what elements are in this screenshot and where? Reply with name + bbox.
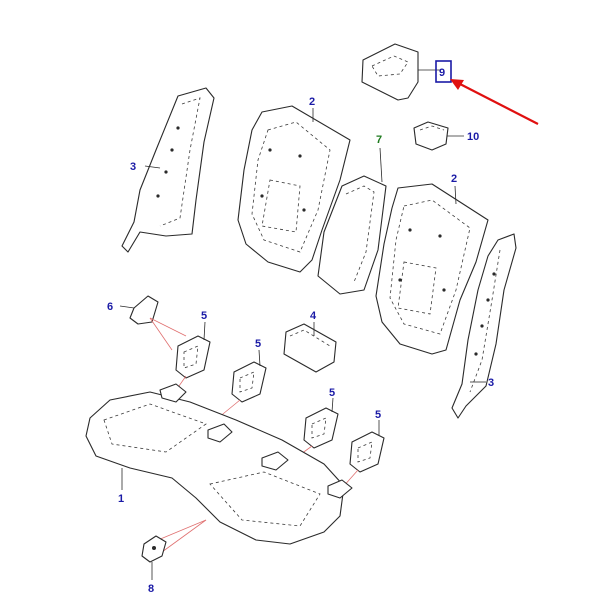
armrest-box-part [283, 323, 337, 373]
bracket-part [413, 121, 449, 151]
pointer-arrow [450, 79, 539, 125]
leader-5-3 [331, 397, 334, 413]
seat-cushion-part [85, 383, 353, 545]
hinge-part-4 [349, 431, 385, 473]
leader-5-1 [203, 321, 206, 341]
leader-3-left [144, 165, 161, 169]
leader-red-8b [161, 519, 207, 553]
callout-6: 6 [107, 301, 113, 313]
leader-red-8a [157, 519, 207, 541]
callout-3-right: 3 [488, 377, 494, 389]
backrest-left-part [237, 105, 351, 273]
callout-2-left: 2 [309, 96, 315, 108]
leader-5-2 [258, 349, 261, 367]
armrest-center-part [317, 175, 387, 295]
leader-red-6b [149, 317, 187, 337]
bolster-left-part [121, 87, 215, 253]
callout-8: 8 [148, 583, 154, 595]
hinge-part-2 [231, 361, 267, 403]
leader-red-6a [149, 317, 173, 351]
callout-7: 7 [376, 134, 382, 146]
callout-5-3: 5 [329, 387, 335, 399]
callout-9-highlight-box [435, 60, 452, 83]
callout-2-right: 2 [451, 173, 457, 185]
callout-5-4: 5 [375, 409, 381, 421]
backrest-right-part [375, 183, 489, 355]
callout-5-1: 5 [201, 310, 207, 322]
clip-part [129, 295, 159, 325]
callout-10: 10 [467, 131, 479, 143]
callout-5-2: 5 [255, 338, 261, 350]
callout-3-left: 3 [130, 161, 136, 173]
callout-1: 1 [118, 493, 124, 505]
hinge-part-1 [175, 335, 211, 379]
leader-6 [119, 305, 135, 309]
callout-9: 9 [439, 67, 445, 79]
buckle-part [141, 535, 167, 563]
hinge-part-3 [303, 407, 339, 449]
leader-2-right [454, 185, 457, 205]
callout-4: 4 [310, 310, 317, 322]
bolster-right-part [451, 233, 517, 419]
headrest-part [361, 43, 419, 101]
leader-7 [379, 147, 383, 183]
